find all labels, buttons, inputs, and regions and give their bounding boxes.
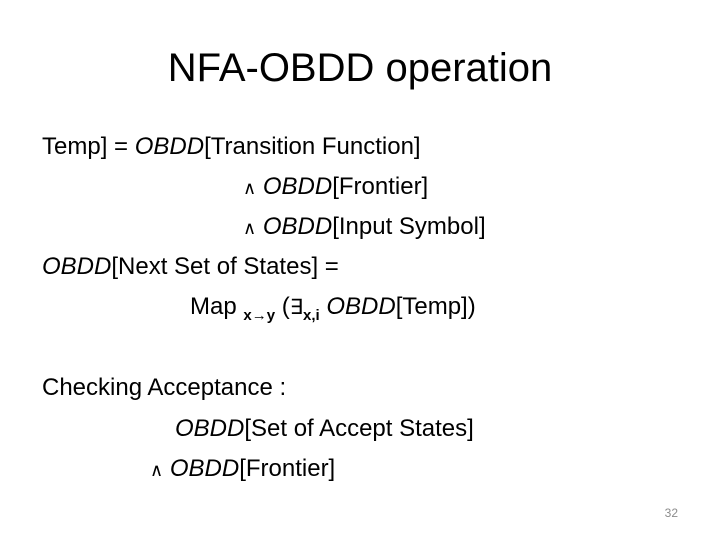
text-input-symbol: [Input Symbol] [332, 213, 486, 240]
text-obdd: OBDD [134, 133, 205, 160]
map-subscript: x→y [243, 307, 276, 324]
text-obdd: OBDD [169, 455, 240, 482]
line-accept-states: OBDD[Set of Accept States] [175, 414, 474, 444]
text-set-of-accept-states: [Set of Accept States] [244, 415, 474, 442]
logical-and-icon: ∧ [243, 178, 257, 199]
text-transition-function: [Transition Function] [204, 133, 421, 160]
text-obdd: OBDD [262, 213, 333, 240]
line-and-input-symbol: ∧ OBDD[Input Symbol] [243, 212, 486, 244]
text-checking-acceptance: Checking Acceptance : [42, 374, 287, 401]
text-obdd: OBDD [319, 293, 396, 320]
slide-title: NFA-OBDD operation [167, 46, 553, 90]
line-and-frontier-acceptance: ∧ OBDD[Frontier] [150, 454, 335, 486]
line-and-frontier: ∧ OBDD[Frontier] [243, 172, 428, 204]
text-obdd: OBDD [42, 253, 112, 280]
line-map-expression: Map x→y (∃x,i OBDD[Temp]) [190, 292, 476, 325]
logical-and-icon: ∧ [243, 218, 257, 239]
exists-subscript: x,i [303, 307, 320, 324]
text-open-paren: ( [275, 293, 290, 320]
line-next-set-of-states: OBDD[Next Set of States] = [42, 252, 339, 282]
text-frontier: [Frontier] [239, 455, 336, 482]
line-temp-definition: Temp] = OBDD[Transition Function] [42, 132, 421, 162]
text-frontier: [Frontier] [332, 173, 429, 200]
logical-and-icon: ∧ [150, 460, 164, 481]
text-temp-close: [Temp]) [395, 293, 476, 320]
line-checking-acceptance: Checking Acceptance : [42, 373, 286, 403]
exists-quantifier-icon: ∃ [289, 295, 303, 319]
text-next-set-of-states: [Next Set of States] = [111, 253, 339, 280]
text-map: Map [190, 293, 244, 320]
text-obdd: OBDD [262, 173, 333, 200]
page-number: 32 [664, 506, 678, 520]
text-obdd: OBDD [175, 415, 245, 442]
text-temp: Temp] = [42, 133, 135, 160]
